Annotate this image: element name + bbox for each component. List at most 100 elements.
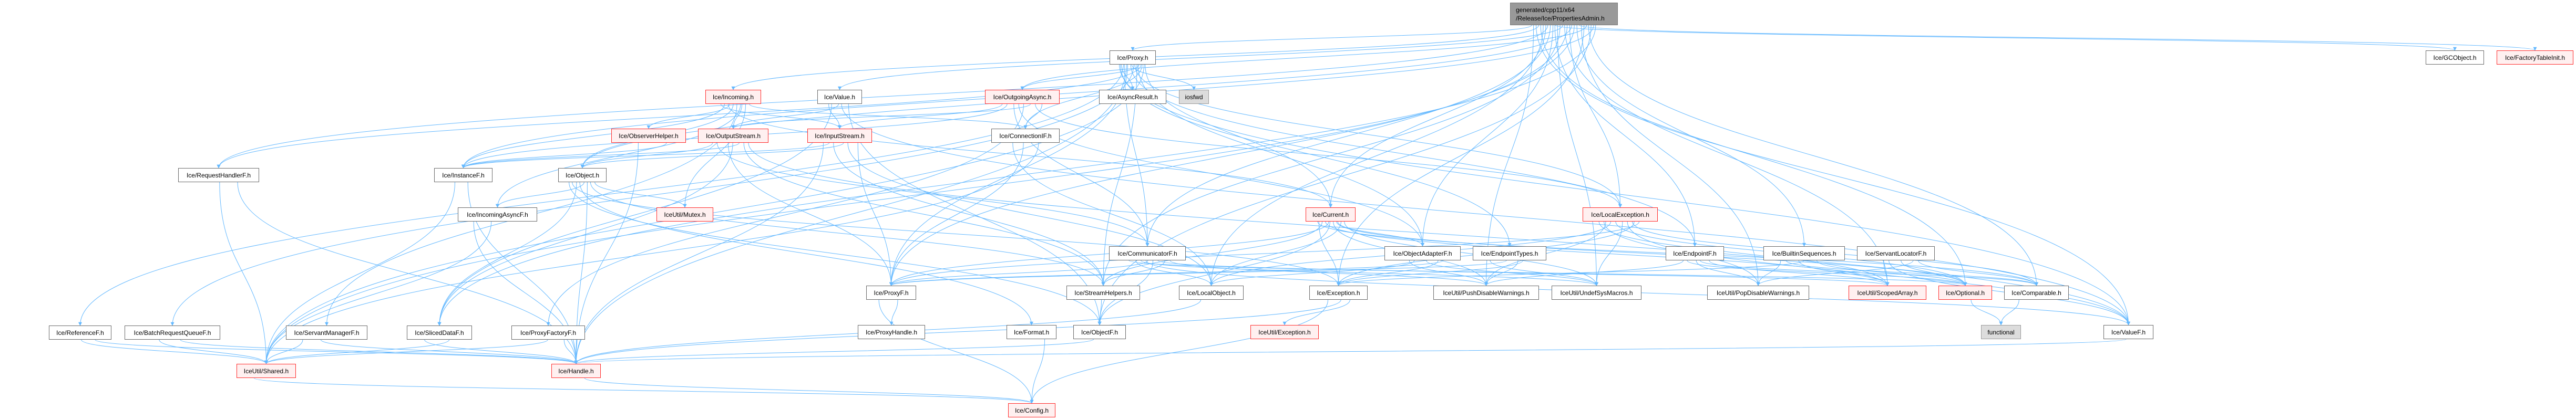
edge-proxyf-to-config bbox=[878, 299, 1034, 404]
edge-current-to-objectadapterf bbox=[1337, 221, 1424, 247]
node-endpointf[interactable]: Ice/EndpointF.h bbox=[1666, 246, 1724, 260]
node-current[interactable]: Ice/Current.h bbox=[1306, 207, 1356, 222]
node-proxyhandle[interactable]: Ice/ProxyHandle.h bbox=[858, 325, 925, 339]
edge-root-to-localexception bbox=[1569, 25, 1622, 208]
edge-objectf-to-handle bbox=[574, 339, 1094, 364]
edge-batchrequestqueuef-to-handle bbox=[180, 339, 578, 364]
node-iosfwd[interactable]: iosfwd bbox=[1179, 90, 1209, 104]
node-incoming[interactable]: Ice/Incoming.h bbox=[705, 90, 761, 104]
edge-endpointf-to-comparable bbox=[1699, 260, 2038, 286]
node-gcobject[interactable]: Ice/GCObject.h bbox=[2426, 50, 2484, 65]
edge-endpointtypes-to-undefsys bbox=[1490, 260, 1598, 286]
edge-outputstream-to-instancef bbox=[461, 142, 740, 169]
node-communicatorf[interactable]: Ice/CommunicatorF.h bbox=[1109, 246, 1186, 260]
edge-root-to-objectadapterf bbox=[1421, 25, 1554, 247]
edge-root-to-scopedarray bbox=[1564, 25, 1890, 286]
edge-current-to-objectf bbox=[1097, 221, 1330, 326]
node-proxyfactoryf[interactable]: Ice/ProxyFactoryF.h bbox=[511, 326, 585, 340]
node-incomingasyncf[interactable]: Ice/IncomingAsyncF.h bbox=[458, 207, 537, 222]
edge-slicedataf-to-handle bbox=[424, 339, 578, 364]
node-servantmanagerf[interactable]: Ice/ServantManagerF.h bbox=[286, 326, 367, 340]
node-popdisable[interactable]: IceUtil/PopDisableWarnings.h bbox=[1707, 286, 1809, 300]
node-connectionif[interactable]: Ice/ConnectionIF.h bbox=[991, 129, 1060, 143]
node-builtinsequences[interactable]: Ice/BuiltinSequences.h bbox=[1763, 246, 1845, 260]
edge-root-to-popdisable bbox=[1581, 25, 1760, 286]
node-format[interactable]: Ice/Format.h bbox=[1007, 325, 1056, 339]
edge-root-to-streamhelpers bbox=[1101, 25, 1561, 286]
node-asyncresult[interactable]: Ice/AsyncResult.h bbox=[1099, 90, 1166, 104]
node-outputstream[interactable]: Ice/OutputStream.h bbox=[698, 129, 768, 143]
edge-proxyf-to-proxyhandle bbox=[889, 299, 898, 326]
node-exception[interactable]: Ice/Exception.h bbox=[1309, 286, 1368, 300]
edge-proxy-to-outgoingasync bbox=[1020, 64, 1140, 90]
node-inputstream[interactable]: Ice/InputStream.h bbox=[807, 129, 872, 143]
node-mutex[interactable]: IceUtil/Mutex.h bbox=[656, 207, 713, 222]
node-slicedataf[interactable]: Ice/SlicedDataF.h bbox=[407, 326, 472, 340]
node-optional[interactable]: Ice/Optional.h bbox=[1938, 286, 1992, 300]
node-instancef[interactable]: Ice/InstanceF.h bbox=[434, 168, 492, 182]
edge-builtinsequences-to-optional bbox=[1816, 260, 1967, 286]
edge-shared-to-config bbox=[253, 377, 1034, 404]
node-root[interactable]: generated/cpp11/x64 /Release/Ice/Propert… bbox=[1510, 3, 1618, 25]
node-value[interactable]: Ice/Value.h bbox=[817, 90, 862, 104]
edge-builtinsequences-to-exception bbox=[1337, 260, 1804, 286]
node-batchrequestqueuef[interactable]: Ice/BatchRequestQueueF.h bbox=[125, 326, 220, 340]
edge-proxy-to-batchrequestqueuef bbox=[170, 64, 1134, 326]
edge-root-to-requesthandlerf bbox=[217, 25, 1548, 169]
edge-root-to-valuef bbox=[1536, 25, 2130, 326]
node-valuef[interactable]: Ice/ValueF.h bbox=[2103, 325, 2153, 339]
edge-proxy-to-iosfwd bbox=[1131, 64, 1196, 90]
edge-localexception-to-valuef bbox=[1604, 221, 2130, 326]
node-outgoingasync[interactable]: Ice/OutgoingAsync.h bbox=[985, 90, 1060, 104]
node-streamhelpers[interactable]: Ice/StreamHelpers.h bbox=[1066, 286, 1140, 300]
edge-communicatorf-to-pushdisable bbox=[1169, 260, 1488, 286]
node-referencef[interactable]: Ice/ReferenceF.h bbox=[49, 326, 111, 340]
edge-object-to-objectf bbox=[569, 182, 1102, 326]
edge-outputstream-to-slicedataf bbox=[437, 142, 733, 326]
edge-endpointf-to-popdisable bbox=[1696, 260, 1760, 286]
node-comparable[interactable]: Ice/Comparable.h bbox=[2004, 286, 2069, 300]
node-objectf[interactable]: Ice/ObjectF.h bbox=[1073, 325, 1126, 339]
edge-exception-to-config bbox=[1030, 299, 1329, 404]
node-shared[interactable]: IceUtil/Shared.h bbox=[237, 364, 296, 378]
node-proxyf[interactable]: Ice/ProxyF.h bbox=[866, 286, 916, 300]
node-scopedarray[interactable]: IceUtil/ScopedArray.h bbox=[1849, 286, 1926, 300]
edge-inputstream-to-localobject bbox=[847, 142, 1213, 286]
edge-value-to-valuef bbox=[841, 103, 2130, 326]
edge-inputstream-to-streamhelpers bbox=[833, 142, 1105, 286]
node-factory[interactable]: Ice/FactoryTableInit.h bbox=[2497, 50, 2573, 65]
edge-valuef-to-handle bbox=[574, 339, 2127, 364]
edge-root-to-shared bbox=[264, 25, 1575, 364]
edge-connectionif-to-shared bbox=[264, 142, 1039, 364]
edge-exception-to-handle bbox=[574, 299, 1341, 364]
edge-root-to-undefsys bbox=[1557, 25, 1598, 286]
node-object[interactable]: Ice/Object.h bbox=[558, 168, 607, 182]
node-proxy[interactable]: Ice/Proxy.h bbox=[1110, 50, 1156, 65]
edge-objectadapterf-to-localobject bbox=[1209, 260, 1415, 286]
edge-comparable-to-functional bbox=[1999, 299, 2019, 326]
edge-connectionif-to-proxyf bbox=[889, 142, 1024, 286]
edge-current-to-exception bbox=[1318, 221, 1340, 286]
node-undefsys[interactable]: IceUtil/UndefSysMacros.h bbox=[1552, 286, 1641, 300]
node-servantlocatorf[interactable]: Ice/ServantLocatorF.h bbox=[1857, 246, 1935, 260]
node-pushdisable[interactable]: IceUtil/PushDisableWarnings.h bbox=[1433, 286, 1539, 300]
node-localobject[interactable]: Ice/LocalObject.h bbox=[1179, 286, 1244, 300]
node-endpointtypes[interactable]: Ice/EndpointTypes.h bbox=[1473, 246, 1546, 260]
edge-localexception-to-proxyf bbox=[889, 221, 1640, 286]
node-objectadapterf[interactable]: Ice/ObjectAdapterF.h bbox=[1384, 246, 1461, 260]
edge-endpointf-to-optional bbox=[1687, 260, 1967, 286]
node-requesthandlerf[interactable]: Ice/RequestHandlerF.h bbox=[178, 168, 259, 182]
edge-proxy-to-proxyf bbox=[889, 64, 1128, 286]
edge-value-to-objectf bbox=[848, 103, 1102, 326]
edge-slicedataf-to-shared bbox=[264, 339, 450, 364]
node-handle[interactable]: Ice/Handle.h bbox=[551, 364, 601, 378]
edge-requesthandlerf-to-shared bbox=[219, 182, 268, 364]
node-observerhelper[interactable]: Ice/ObserverHelper.h bbox=[611, 129, 686, 143]
node-functional[interactable]: functional bbox=[1981, 325, 2021, 339]
edge-incomingasyncf-to-handle bbox=[473, 221, 578, 364]
edge-proxy-to-handle bbox=[574, 64, 1127, 364]
edge-inputstream-to-instancef bbox=[461, 142, 830, 169]
node-config[interactable]: Ice/Config.h bbox=[1008, 403, 1055, 417]
node-iceutilexception[interactable]: IceUtil/Exception.h bbox=[1250, 325, 1319, 339]
node-localexception[interactable]: Ice/LocalException.h bbox=[1583, 207, 1658, 222]
